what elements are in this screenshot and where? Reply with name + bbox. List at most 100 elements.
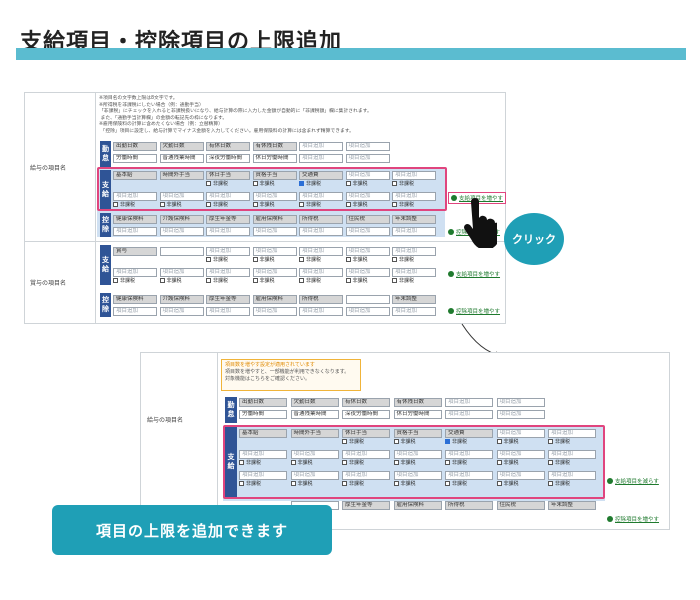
hikazei-checkbox[interactable]: 非課税 (445, 460, 467, 467)
hikazei-checkbox[interactable]: 非課税 (299, 181, 321, 188)
kojo-row2-cell-5[interactable]: 項目追加 (345, 227, 390, 236)
bonus-row2-cell-0[interactable]: 項目追加 (113, 268, 157, 277)
hikazei-checkbox[interactable]: 非課税 (252, 278, 275, 285)
kintai-row2-cell-1[interactable]: 普通残業時間 (159, 154, 204, 163)
hikazei-checkbox[interactable]: 非課税 (496, 481, 519, 488)
hikazei-checkbox[interactable]: 非課税 (252, 257, 275, 264)
bonus-row2-cell-1[interactable]: 項目追加 (159, 268, 204, 277)
shikyu2-row2-cell-5[interactable]: 項目追加 (496, 450, 545, 459)
kintai2-row2-cell-0[interactable]: 労働時間 (239, 410, 287, 419)
shikyu2-row1-cell-6[interactable]: 項目追加 (548, 429, 596, 438)
reduce-shikyu-link[interactable]: 支給項目を減らす (607, 477, 659, 485)
bonus-row1-cell-5[interactable]: 項目追加 (345, 247, 390, 256)
hikazei-checkbox[interactable]: 非課税 (392, 257, 414, 264)
add-bonus-kojo-link[interactable]: 控除項目を増やす (448, 307, 500, 315)
hikazei-checkbox[interactable]: 非課税 (299, 202, 321, 209)
kintai-row1-cell-0[interactable]: 出勤日数 (113, 142, 157, 151)
kintai2-row1-cell-0[interactable]: 出勤日数 (239, 398, 287, 407)
hikazei-checkbox[interactable]: 非課税 (252, 181, 275, 188)
bonus-row2-cell-4[interactable]: 項目追加 (299, 268, 343, 277)
shikyu-row2-cell-2[interactable]: 項目追加 (206, 192, 250, 201)
hikazei-checkbox[interactable]: 非課税 (445, 481, 467, 488)
bonus-kojo-row1-cell-1[interactable]: 介護保険料 (159, 295, 204, 304)
bonus-row2-cell-6[interactable]: 項目追加 (392, 268, 436, 277)
kojo-row2-cell-2[interactable]: 項目追加 (206, 227, 250, 236)
shikyu2-row1-cell-3[interactable]: 資格手当 (393, 429, 442, 438)
bonus-kojo-row1-cell-5[interactable] (345, 295, 390, 304)
hikazei-checkbox[interactable]: 非課税 (393, 460, 416, 467)
bonus-kojo-row2-cell-4[interactable]: 項目追加 (299, 307, 343, 316)
hikazei-checkbox[interactable]: 非課税 (548, 439, 570, 446)
kintai2-row1-cell-1[interactable]: 欠勤日数 (290, 398, 339, 407)
bonus-kojo-row2-cell-3[interactable]: 項目追加 (252, 307, 297, 316)
bonus-row2-cell-5[interactable]: 項目追加 (345, 268, 390, 277)
hikazei-checkbox[interactable]: 非課税 (392, 181, 414, 188)
hikazei-checkbox[interactable]: 非課税 (393, 439, 416, 446)
kojo-row1-cell-4[interactable]: 所得税 (299, 215, 343, 224)
kintai-row1-cell-2[interactable]: 有休日数 (206, 142, 250, 151)
bonus-kojo-row2-cell-1[interactable]: 項目追加 (159, 307, 204, 316)
hikazei-checkbox[interactable]: 非課税 (342, 460, 364, 467)
bonus-row1-cell-2[interactable]: 項目追加 (206, 247, 250, 256)
add-kojo-link-2[interactable]: 控除項目を増やす (607, 515, 659, 523)
hikazei-checkbox[interactable]: 非課税 (113, 278, 135, 285)
kojo-row1-cell-5[interactable]: 住民税 (345, 215, 390, 224)
shikyu2-row1-cell-5[interactable]: 項目追加 (496, 429, 545, 438)
shikyu2-row3-cell-4[interactable]: 項目追加 (445, 471, 493, 480)
hikazei-checkbox[interactable]: 非課税 (345, 257, 368, 264)
bonus-kojo-row2-cell-6[interactable]: 項目追加 (392, 307, 436, 316)
hikazei-checkbox[interactable]: 非課税 (159, 202, 182, 209)
shikyu2-row2-cell-6[interactable]: 項目追加 (548, 450, 596, 459)
bonus-kojo-row2-cell-0[interactable]: 項目追加 (113, 307, 157, 316)
hikazei-checkbox[interactable]: 非課税 (159, 278, 182, 285)
kojo2-row1-cell-3[interactable]: 所得税 (445, 501, 493, 510)
shikyu-row2-cell-3[interactable]: 項目追加 (252, 192, 297, 201)
kojo-row2-cell-3[interactable]: 項目追加 (252, 227, 297, 236)
bonus-kojo-row1-cell-0[interactable]: 健康保険料 (113, 295, 157, 304)
hikazei-checkbox[interactable]: 非課税 (206, 202, 228, 209)
shikyu-row2-cell-4[interactable]: 項目追加 (299, 192, 343, 201)
kojo-row2-cell-6[interactable]: 項目追加 (392, 227, 436, 236)
kintai2-row2-cell-1[interactable]: 普通残業時間 (290, 410, 339, 419)
shikyu2-row2-cell-2[interactable]: 項目追加 (342, 450, 390, 459)
kintai2-row1-cell-3[interactable]: 有休残日数 (393, 398, 442, 407)
kintai2-row2-cell-3[interactable]: 休日労働時間 (393, 410, 442, 419)
kintai-row1-cell-3[interactable]: 有休残日数 (252, 142, 297, 151)
hikazei-checkbox[interactable]: 非課税 (392, 202, 414, 209)
shikyu-row1-cell-2[interactable]: 休日手当 (206, 171, 250, 180)
shikyu2-row3-cell-1[interactable]: 項目追加 (290, 471, 339, 480)
hikazei-checkbox[interactable]: 非課税 (290, 460, 313, 467)
kintai-row1-cell-5[interactable]: 項目追加 (345, 142, 390, 151)
shikyu-row1-cell-3[interactable]: 資格手当 (252, 171, 297, 180)
hikazei-checkbox[interactable]: 非課税 (496, 439, 519, 446)
hikazei-checkbox[interactable]: 非課税 (239, 481, 261, 488)
hikazei-checkbox[interactable]: 非課税 (345, 202, 368, 209)
bonus-row2-cell-2[interactable]: 項目追加 (206, 268, 250, 277)
shikyu2-row3-cell-3[interactable]: 項目追加 (393, 471, 442, 480)
shikyu-row1-cell-4[interactable]: 交通費 (299, 171, 343, 180)
hikazei-checkbox[interactable]: 非課税 (206, 278, 228, 285)
kojo2-row1-cell-2[interactable]: 雇用保険料 (393, 501, 442, 510)
kintai2-row1-cell-4[interactable]: 項目追加 (445, 398, 493, 407)
kojo-row1-cell-1[interactable]: 介護保険料 (159, 215, 204, 224)
kintai-row2-cell-0[interactable]: 労働時間 (113, 154, 157, 163)
shikyu2-row3-cell-5[interactable]: 項目追加 (496, 471, 545, 480)
kintai2-row2-cell-2[interactable]: 深夜労働時間 (342, 410, 390, 419)
kintai2-row1-cell-5[interactable]: 項目追加 (496, 398, 545, 407)
shikyu-row1-cell-6[interactable]: 項目追加 (392, 171, 436, 180)
hikazei-checkbox[interactable]: 非課税 (299, 257, 321, 264)
bonus-row1-cell-3[interactable]: 項目追加 (252, 247, 297, 256)
shikyu2-row3-cell-2[interactable]: 項目追加 (342, 471, 390, 480)
kojo2-row1-cell-4[interactable]: 住民税 (496, 501, 545, 510)
shikyu-row2-cell-5[interactable]: 項目追加 (345, 192, 390, 201)
hikazei-checkbox[interactable]: 非課税 (342, 439, 364, 446)
kojo-row2-cell-4[interactable]: 項目追加 (299, 227, 343, 236)
bonus-row1-cell-4[interactable]: 項目追加 (299, 247, 343, 256)
shikyu2-row3-cell-6[interactable]: 項目追加 (548, 471, 596, 480)
hikazei-checkbox[interactable]: 非課税 (252, 202, 275, 209)
bonus-row1-cell-0[interactable]: 賞与 (113, 247, 157, 256)
hikazei-checkbox[interactable]: 非課税 (345, 278, 368, 285)
kojo-row1-cell-6[interactable]: 年末調整 (392, 215, 436, 224)
shikyu2-row2-cell-0[interactable]: 項目追加 (239, 450, 287, 459)
shikyu-row2-cell-1[interactable]: 項目追加 (159, 192, 204, 201)
